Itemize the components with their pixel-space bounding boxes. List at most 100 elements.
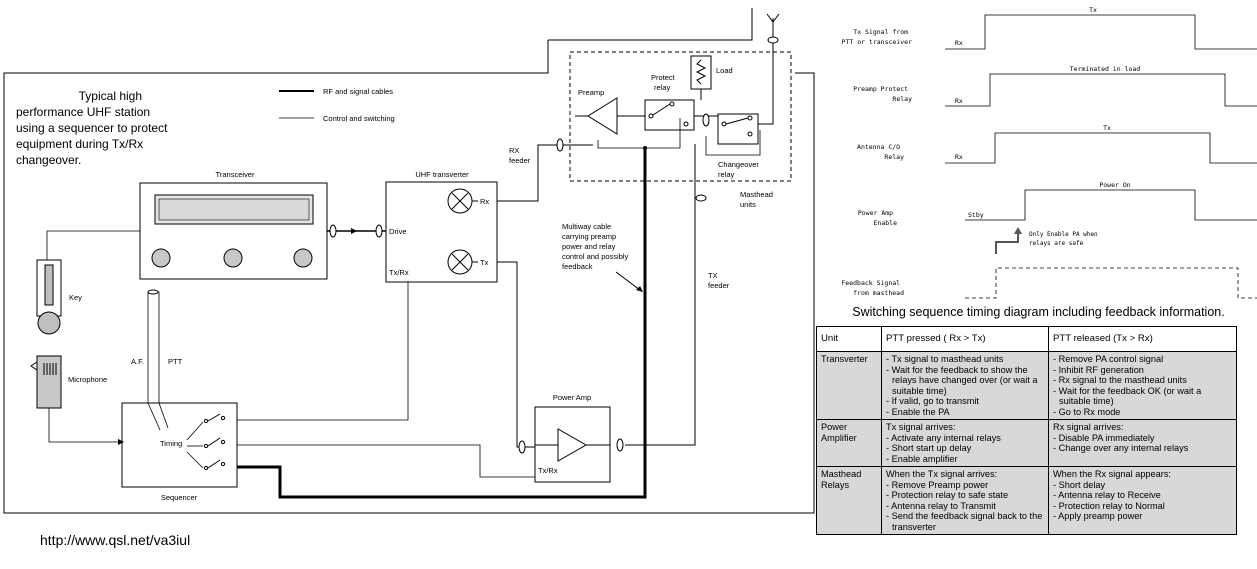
uhf-txrx-label: Tx/Rx	[389, 268, 409, 277]
transceiver-knob	[223, 248, 243, 268]
table-row: Masthead Relays When the Tx signal arriv…	[816, 466, 1237, 535]
power-amp-amplifier-icon	[557, 428, 588, 462]
power-amp-txrx-label: Tx/Rx	[538, 466, 558, 475]
preamp-label: Preamp	[578, 88, 604, 97]
drive-label: Drive	[389, 227, 407, 236]
table-cell-pressed: Tx signal arrives: - Activate any intern…	[881, 419, 1049, 467]
antenna-mast-frame	[548, 8, 753, 41]
key-knob-icon	[37, 311, 61, 335]
table-row: Transverter - Tx signal to masthead unit…	[816, 351, 1237, 420]
load-label: Load	[716, 66, 733, 75]
timing-diagram: Tx Signal from PTT or transceiver Rx Tx …	[841, 6, 1257, 299]
sequence-table: Unit PTT pressed ( Rx > Tx) PTT released…	[816, 326, 1237, 535]
table-cell-unit: Transverter	[816, 351, 882, 420]
timing-row-label: Power Amp Enable	[858, 209, 897, 227]
timing-low-state: Rx	[955, 97, 963, 105]
antenna-feed	[758, 33, 774, 125]
list-item: - Send the feedback signal back to the t…	[886, 511, 1043, 532]
load-box	[690, 55, 712, 90]
list-item: - Rx signal to the masthead units	[1053, 375, 1187, 385]
changeover-relay-label: Changeover relay	[718, 160, 761, 179]
resistor-icon	[695, 59, 707, 85]
list-item: - If valid, go to transmit	[886, 396, 979, 406]
timing-waveform-dashed	[965, 267, 1257, 299]
sequencer-label: Sequencer	[161, 493, 198, 502]
timing-high-state: Terminated in load	[1070, 65, 1141, 73]
list-item: - Enable amplifier	[886, 453, 958, 464]
timing-waveform	[945, 132, 1257, 164]
timing-row-power-amp: Power Amp Enable Stby Power On Only Enab…	[858, 181, 1257, 254]
list-item: - Activate any internal relays	[886, 432, 1001, 443]
timing-waveform	[945, 73, 1257, 107]
timing-row-antenna-co: Antenna C/O Relay Rx Tx	[857, 124, 1257, 164]
list-item: - Antenna relay to Receive	[1053, 490, 1161, 500]
diagram-title: Typical high performance UHF station usi…	[16, 89, 171, 167]
table-cell-unit: Power Amplifier	[816, 419, 882, 467]
timing-waveform	[945, 14, 1257, 50]
connector-icon	[695, 194, 707, 202]
transceiver-knob	[151, 248, 171, 268]
legend-rf-label: RF and signal cables	[323, 87, 393, 96]
microphone-label: Microphone	[68, 375, 107, 384]
timing-low-state: Rx	[955, 153, 963, 161]
cell-heading: When the Rx signal appears:	[1053, 469, 1171, 479]
connector-icon	[767, 36, 779, 44]
block-diagram: Typical high performance UHF station usi…	[3, 8, 815, 514]
connector-icon	[518, 440, 526, 454]
table-cell-pressed: When the Tx signal arrives: - Remove Pre…	[881, 466, 1049, 535]
table-header: Unit	[816, 326, 882, 352]
list-item: - Tx signal to masthead units	[886, 354, 1004, 364]
list-item: - Wait for the feedback to show the rela…	[886, 364, 1038, 396]
connector-icon	[375, 224, 383, 238]
table-row: Power Amplifier Tx signal arrives: - Act…	[816, 419, 1237, 467]
uhf-transverter-label: UHF transverter	[415, 170, 469, 179]
timing-label: Timing	[160, 439, 182, 448]
timing-high-state: Tx	[1089, 6, 1097, 14]
preamp-amplifier-icon	[587, 97, 618, 135]
list-item: - Change over any internal relays	[1053, 443, 1189, 453]
microphone-icon	[36, 355, 62, 409]
connector-icon	[702, 113, 710, 127]
tx-feeder-cable	[625, 144, 696, 446]
timing-row-label: Antenna C/O Relay	[857, 143, 904, 161]
note-arrow	[995, 231, 1019, 254]
table-cell-released: Rx signal arrives: - Disable PA immediat…	[1048, 419, 1237, 467]
list-item: - Apply preamp power	[1053, 511, 1143, 521]
table-cell-unit: Masthead Relays	[816, 466, 882, 535]
multiway-cable	[237, 148, 647, 499]
list-item: - Antenna relay to Transmit	[886, 500, 996, 511]
table-header: PTT released (Tx > Rx)	[1048, 326, 1237, 352]
timing-row-tx-signal: Tx Signal from PTT or transceiver Rx Tx	[842, 6, 1257, 50]
list-item: - Short delay	[1053, 479, 1106, 490]
changeover-relay-box	[717, 113, 759, 145]
timing-row-preamp-protect: Preamp Protect Relay Rx Terminated in lo…	[853, 65, 1257, 107]
timing-waveform	[965, 189, 1257, 221]
key-label: Key	[69, 293, 82, 302]
list-item: - Disable PA immediately	[1053, 432, 1155, 443]
rx-feeder-label: RX feeder	[509, 146, 531, 165]
table-header: PTT pressed ( Rx > Tx)	[881, 326, 1049, 352]
relay-contact-icon	[203, 413, 226, 471]
list-item: - Remove PA control signal	[1053, 354, 1164, 364]
cell-heading: Tx signal arrives:	[886, 422, 956, 432]
timing-row-feedback: Feedback Signal from masthead	[841, 267, 1257, 299]
timing-row-label: Feedback Signal from masthead	[841, 279, 904, 297]
list-item: - Short start up delay	[886, 443, 972, 453]
list-item: - Remove Preamp power	[886, 479, 989, 490]
timing-row-label: Tx Signal from PTT or transceiver	[842, 28, 913, 46]
source-url[interactable]: http://www.qsl.net/va3iul	[40, 532, 191, 548]
uhf-rx-label: Rx	[480, 197, 489, 206]
list-item: - Go to Rx mode	[1053, 406, 1121, 417]
diagram-frame	[3, 40, 815, 514]
list-item: - Inhibit RF generation	[1053, 364, 1144, 375]
legend-control-label: Control and switching	[323, 114, 395, 123]
masthead-units-label: Masthead units	[740, 190, 775, 209]
list-item: - Enable the PA	[886, 406, 950, 417]
table-cell-released: When the Rx signal appears: - Short dela…	[1048, 466, 1237, 535]
ptt-label: PTT	[168, 357, 183, 366]
transceiver-knob	[293, 248, 313, 268]
uhf-tx-label: Tx	[480, 258, 489, 267]
list-item: - Wait for the feedback OK (or wait a su…	[1053, 385, 1202, 407]
power-amp-label: Power Amp	[553, 393, 591, 402]
cell-heading: Rx signal arrives:	[1053, 422, 1124, 432]
